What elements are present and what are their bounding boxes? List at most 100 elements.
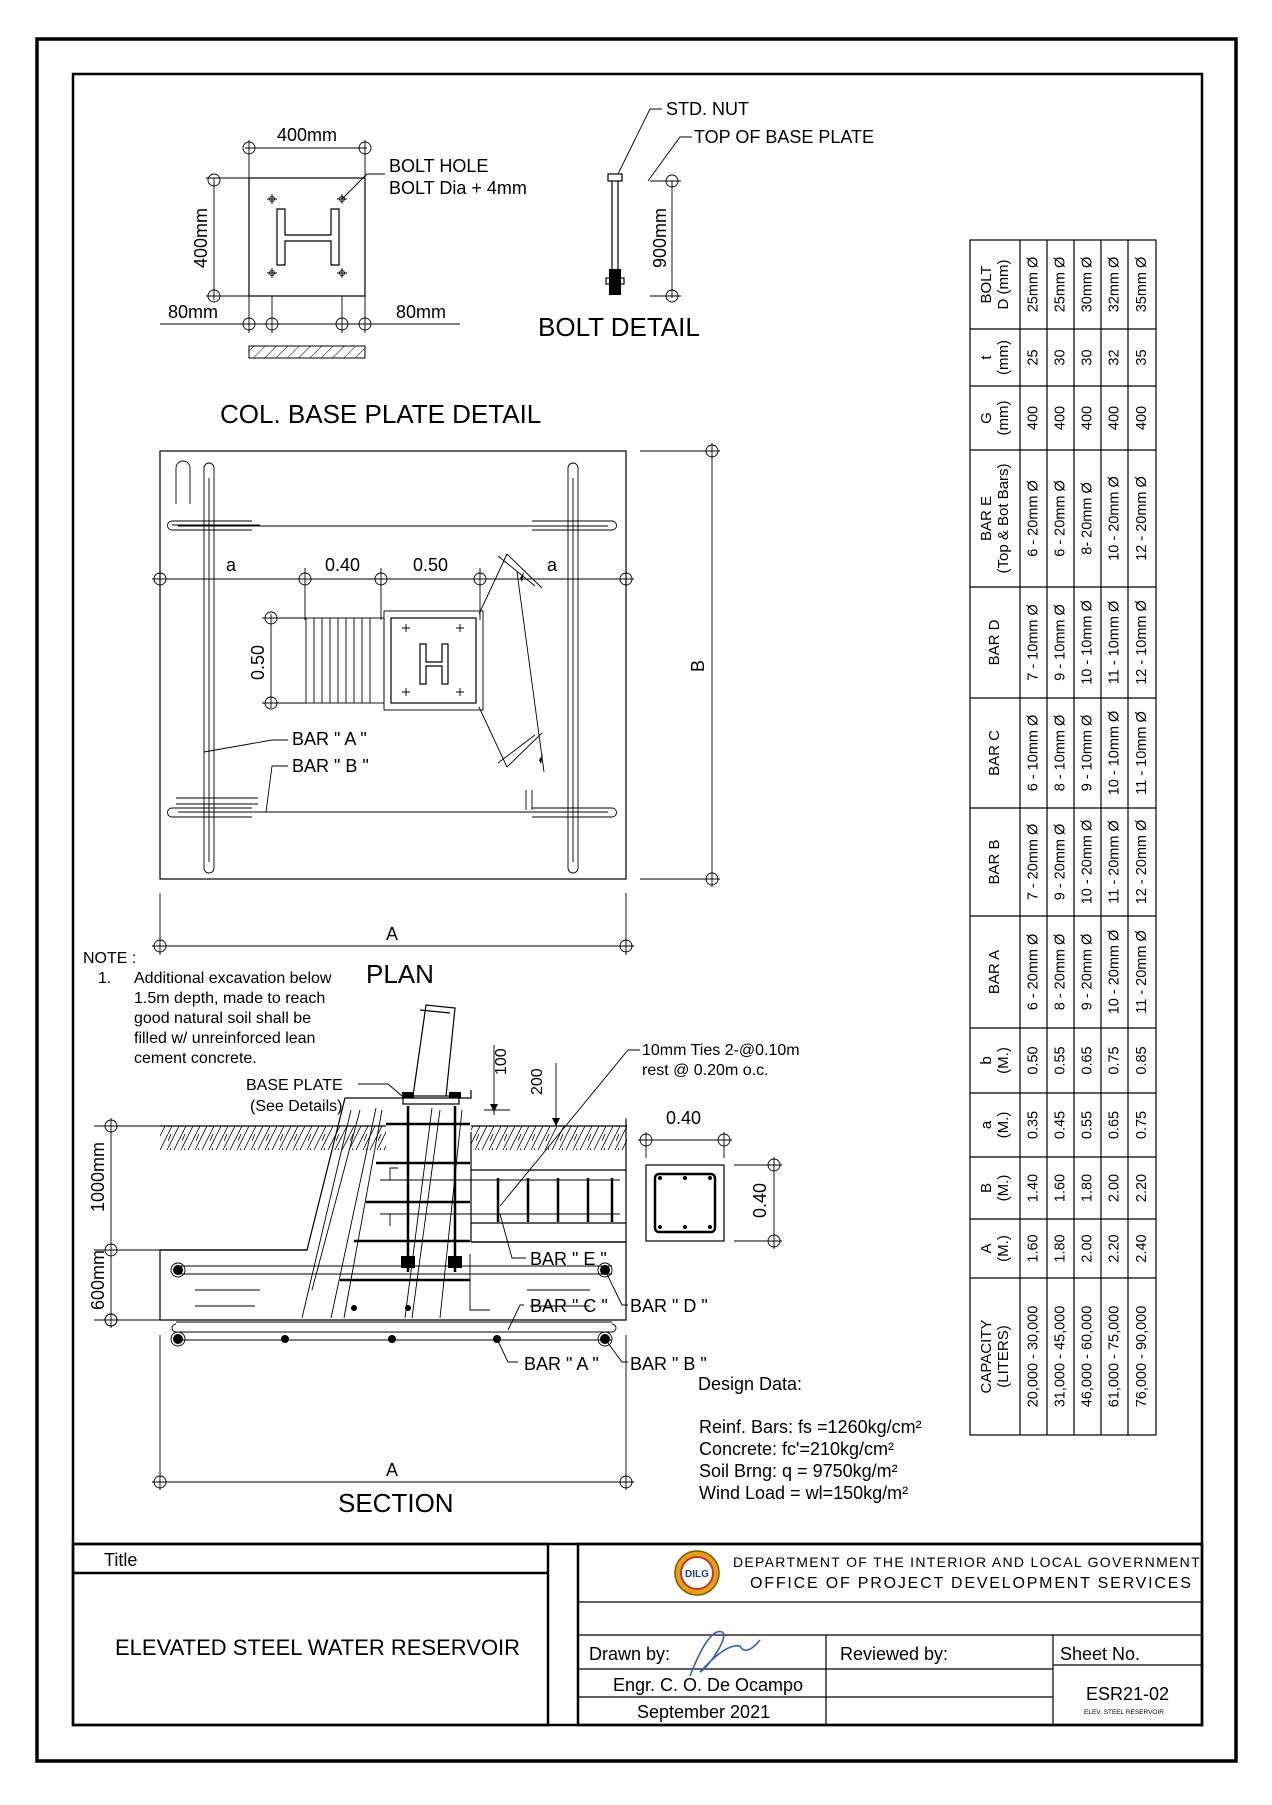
table-header: BOLT bbox=[978, 265, 995, 303]
table-header: BAR D bbox=[986, 619, 1003, 665]
table-cell: 8 - 10mm Ø bbox=[1052, 715, 1068, 792]
table-cell: 10 - 20mm Ø bbox=[1106, 476, 1122, 561]
section-dim-A: A bbox=[386, 1460, 398, 1480]
table-cell: 30 bbox=[1052, 349, 1068, 365]
tie-beam-width: 0.40 bbox=[666, 1108, 701, 1128]
table-header-sub: (Top & Bot Bars) bbox=[995, 463, 1012, 573]
footing-outline bbox=[159, 450, 627, 880]
table-cell: 25mm Ø bbox=[1025, 257, 1041, 313]
title-label: Title bbox=[104, 1550, 137, 1570]
table-cell: 0.55 bbox=[1079, 1111, 1095, 1139]
table-header-sub: (M.) bbox=[995, 1175, 1012, 1202]
base-plate-title: COL. BASE PLATE DETAIL bbox=[220, 399, 541, 429]
table-frame bbox=[969, 239, 1157, 1436]
std-nut-label: STD. NUT bbox=[666, 99, 749, 119]
tie-beam-section bbox=[645, 1164, 725, 1242]
table-cell: 400 bbox=[1106, 406, 1122, 430]
table-cell: 25 bbox=[1025, 349, 1041, 365]
note-heading: NOTE : bbox=[83, 950, 136, 967]
table-cell: 400 bbox=[1052, 406, 1068, 430]
section-dim-200: 200 bbox=[529, 1068, 546, 1095]
outer-border bbox=[35, 37, 1238, 1763]
design-data: Design Data: Reinf. Bars: fs =1260kg/cm²… bbox=[698, 1374, 922, 1503]
footing-section-outline bbox=[159, 1090, 627, 1321]
note-line-5: cement concrete. bbox=[134, 1050, 257, 1067]
design-data-line-2: Concrete: fc'=210kg/cm² bbox=[699, 1439, 894, 1459]
note-line-2: 1.5m depth, made to reach bbox=[134, 990, 325, 1007]
plan-title: PLAN bbox=[366, 959, 434, 989]
table-cell: 6 - 20mm Ø bbox=[1052, 480, 1068, 557]
note-number: 1. bbox=[98, 970, 111, 987]
design-data-line-4: Wind Load = wl=150kg/m² bbox=[699, 1483, 908, 1503]
table-header-sub: (LITERS) bbox=[995, 1325, 1012, 1388]
ties-label-2: rest @ 0.20m o.c. bbox=[642, 1062, 769, 1079]
table-header-sub: (M.) bbox=[995, 1235, 1012, 1262]
section-bar-b-label: BAR " B " bbox=[630, 1354, 707, 1374]
table-header-sub: D (mm) bbox=[995, 260, 1012, 310]
table-cell: 35mm Ø bbox=[1134, 257, 1150, 313]
table-cell: 25mm Ø bbox=[1052, 257, 1068, 313]
footing-schedule-table: CAPACITY(LITERS)A(M.)B(M.)a(M.)b(M.)BAR … bbox=[969, 239, 1157, 1436]
table-cell: 10 - 20mm Ø bbox=[1079, 820, 1095, 905]
plate-width-label: 400mm bbox=[277, 125, 337, 145]
note-line-3: good natural soil shall be bbox=[134, 1010, 311, 1027]
table-cell: 0.65 bbox=[1106, 1111, 1122, 1139]
sheet-no-label: Sheet No. bbox=[1060, 1644, 1140, 1664]
table-cell: 0.55 bbox=[1052, 1046, 1068, 1074]
table-cell: 30mm Ø bbox=[1079, 257, 1095, 313]
plan-dim-050: 0.50 bbox=[413, 555, 448, 575]
table-header-sub: (M.) bbox=[995, 1047, 1012, 1074]
table-header-sub: (mm) bbox=[995, 401, 1012, 436]
table-header-sub: (mm) bbox=[995, 340, 1012, 375]
table-cell: 1.40 bbox=[1025, 1174, 1041, 1202]
plate-right-edge-label: 80mm bbox=[396, 302, 446, 322]
table-header: BAR C bbox=[986, 730, 1003, 776]
plan-h-section-icon bbox=[419, 643, 449, 685]
base-plate-label-1: BASE PLATE bbox=[246, 1077, 343, 1094]
sheet-no: ESR21-02 bbox=[1086, 1684, 1169, 1704]
section-bar-d-label: BAR " D " bbox=[630, 1296, 708, 1316]
table-cell: 1.80 bbox=[1052, 1234, 1068, 1262]
section-dim-1000: 1000mm bbox=[88, 1142, 108, 1212]
table-cell: 9 - 10mm Ø bbox=[1052, 604, 1068, 681]
table-cell: 400 bbox=[1079, 406, 1095, 430]
table-cell: 7 - 20mm Ø bbox=[1025, 824, 1041, 901]
section-bar-e-label: BAR " E " bbox=[530, 1249, 607, 1269]
plan-dim-a-left: a bbox=[226, 555, 237, 575]
table-cell: 10 - 10mm Ø bbox=[1079, 600, 1095, 685]
plan-dim-B: B bbox=[688, 660, 708, 672]
table-cell: 0.35 bbox=[1025, 1111, 1041, 1139]
table-cell: 11 - 10mm Ø bbox=[1106, 601, 1122, 685]
ties-label-1: 10mm Ties 2-@0.10m bbox=[642, 1042, 800, 1059]
nut-bottom bbox=[609, 269, 621, 295]
table-cell: 0.50 bbox=[1025, 1046, 1041, 1074]
table-cell: 11 - 20mm Ø bbox=[1134, 930, 1150, 1014]
table-cell: 12 - 20mm Ø bbox=[1134, 476, 1150, 561]
table-header: BAR A bbox=[986, 950, 1003, 994]
table-cell: 9 - 20mm Ø bbox=[1079, 934, 1095, 1011]
table-header: BAR B bbox=[986, 839, 1003, 884]
table-cell: 8 - 20mm Ø bbox=[1052, 934, 1068, 1011]
table-cell: 0.65 bbox=[1079, 1046, 1095, 1074]
table-header: a bbox=[978, 1120, 995, 1129]
design-data-line-3: Soil Brng: q = 9750kg/m² bbox=[699, 1461, 898, 1481]
table-cell: 2.00 bbox=[1079, 1234, 1095, 1262]
section-title: SECTION bbox=[338, 1488, 454, 1518]
office-name: OFFICE OF PROJECT DEVELOPMENT SERVICES bbox=[750, 1575, 1193, 1592]
table-cell: 35 bbox=[1134, 349, 1150, 365]
title-box bbox=[71, 1542, 550, 1727]
plan-dim-040: 0.40 bbox=[325, 555, 360, 575]
base-plate-label-2: (See Details) bbox=[250, 1098, 342, 1115]
table-cell: 20,000 - 30,000 bbox=[1025, 1306, 1041, 1408]
table-header: b bbox=[978, 1056, 995, 1064]
plate-height-label: 400mm bbox=[191, 208, 211, 268]
table-header: A bbox=[978, 1243, 995, 1253]
reviewed-by-label: Reviewed by: bbox=[840, 1644, 948, 1664]
bolt-hole-label: BOLT HOLE bbox=[389, 156, 488, 176]
steel-column bbox=[412, 1004, 456, 1097]
design-data-heading: Design Data: bbox=[698, 1374, 802, 1394]
plan-bar-b-label: BAR " B " bbox=[292, 756, 369, 776]
table-cell: 10 - 20mm Ø bbox=[1106, 930, 1122, 1015]
table-header: t bbox=[978, 355, 995, 360]
